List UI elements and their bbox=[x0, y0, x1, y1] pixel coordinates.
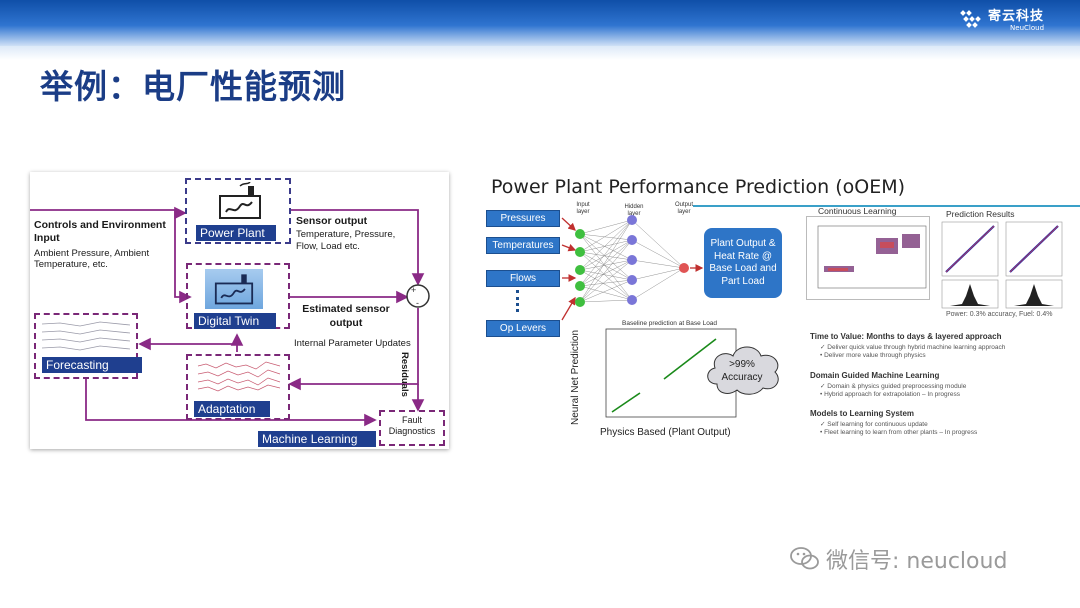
input-ellipsis bbox=[516, 290, 522, 312]
section-time-to-value-heading: Time to Value: Months to days & layered … bbox=[810, 332, 1002, 341]
adaptation-box bbox=[186, 354, 290, 420]
controls-title: Controls and Environment Input bbox=[34, 219, 166, 244]
neural-network-graphic bbox=[561, 215, 704, 321]
wechat-watermark: 微信号: neucloud bbox=[790, 543, 1007, 575]
page-title: 举例：电厂性能预测 bbox=[40, 67, 346, 106]
brand-name-cn: 寄云科技 bbox=[988, 9, 1045, 24]
fault-diagnostics-label: Fault Diagnostics bbox=[388, 415, 436, 436]
brand-logo: 寄云科技 NeuCloud bbox=[958, 6, 1058, 36]
svg-text:+: + bbox=[411, 285, 416, 295]
header-fade bbox=[0, 46, 1080, 60]
section-3-item-2: • Fleet learning to learn from other pla… bbox=[820, 429, 978, 436]
factory-icon bbox=[219, 182, 261, 219]
section-2-item-2-text: Hybrid approach for extrapolation – In p… bbox=[824, 391, 960, 398]
factory-twin-icon bbox=[214, 274, 254, 305]
continuous-learning-label: Continuous Learning bbox=[818, 206, 897, 216]
prediction-results-chart bbox=[941, 221, 1063, 309]
forecasting-box bbox=[34, 313, 138, 379]
right-panel-title: Power Plant Performance Prediction (oOEM… bbox=[491, 176, 906, 198]
scatter-ylabel: Neural Net Prediction bbox=[570, 329, 581, 425]
diagram-arrows: + - bbox=[30, 206, 430, 427]
section-2-item-1-text: Domain & physics guided preprocessing mo… bbox=[827, 383, 967, 390]
sensor-output-detail: Temperature, Pressure, Flow, Load etc. bbox=[296, 229, 396, 252]
section-1-item-1: ✓ Deliver quick value through hybrid mac… bbox=[820, 344, 1006, 351]
svg-text:-: - bbox=[416, 298, 419, 308]
section-3-item-1-text: Self learning for continuous update bbox=[827, 421, 928, 428]
output-box: Plant Output & Heat Rate @ Base Load and… bbox=[704, 228, 782, 298]
internal-parameter-updates: Internal Parameter Updates bbox=[294, 338, 411, 349]
digital-twin-image bbox=[205, 269, 263, 309]
estimated-sensor-output: Estimated sensor output bbox=[302, 303, 390, 329]
section-3-item-2-text: Fleet learning to learn from other plant… bbox=[824, 429, 978, 436]
neucloud-logo-icon bbox=[960, 10, 981, 28]
section-models-heading: Models to Learning System bbox=[810, 409, 915, 418]
section-2-item-1: ✓ Domain & physics guided preprocessing … bbox=[820, 383, 967, 390]
section-2-item-2: • Hybrid approach for extrapolation – In… bbox=[820, 391, 960, 398]
watermark-text: 微信号: neucloud bbox=[826, 549, 1008, 574]
digital-twin-label: Digital Twin bbox=[194, 313, 276, 329]
wechat-icon bbox=[790, 547, 819, 570]
section-domain-guided-heading: Domain Guided Machine Learning bbox=[810, 371, 940, 380]
adaptation-chart-icon bbox=[197, 361, 281, 392]
section-1-item-1-text: Deliver quick value through hybrid machi… bbox=[827, 344, 1006, 351]
hidden-layer-label: Hidden layer bbox=[624, 204, 644, 217]
prediction-caption: Power: 0.3% accuracy, Fuel: 0.4% bbox=[946, 311, 1053, 318]
accuracy-cloud-label: >99% Accuracy bbox=[721, 359, 763, 383]
power-plant-box bbox=[185, 178, 291, 244]
residuals-label: Residuals bbox=[399, 352, 410, 397]
fault-diagnostics-box bbox=[379, 410, 445, 446]
section-1-item-2-text: Deliver more value through physics bbox=[824, 352, 926, 359]
digital-twin-diagram: + - Power Plant Digital Twin Forecasting bbox=[30, 172, 449, 449]
title-underline bbox=[693, 205, 1080, 207]
controls-detail: Ambient Pressure, Ambient Temperature, e… bbox=[34, 248, 150, 271]
section-3-item-1: ✓ Self learning for continuous update bbox=[820, 421, 928, 428]
power-plant-label: Power Plant bbox=[196, 225, 276, 241]
continuous-learning-chart bbox=[806, 216, 930, 300]
forecasting-label: Forecasting bbox=[42, 357, 142, 373]
forecasting-chart-icon bbox=[41, 321, 131, 351]
sensor-output-title: Sensor output bbox=[296, 215, 368, 227]
output-layer-label: Output layer bbox=[674, 202, 693, 215]
scatter-xlabel: Physics Based (Plant Output) bbox=[600, 427, 731, 438]
scatter-title: Baseline prediction at Base Load bbox=[622, 320, 718, 327]
adaptation-label: Adaptation bbox=[194, 401, 270, 417]
input-layer-label: Input layer bbox=[576, 202, 590, 215]
header-bar bbox=[0, 0, 1080, 46]
input-temperatures: Temperatures bbox=[486, 237, 560, 254]
input-pressures: Pressures bbox=[486, 210, 560, 227]
brand-name-en: NeuCloud bbox=[1010, 24, 1045, 32]
section-1-item-2: • Deliver more value through physics bbox=[820, 352, 926, 359]
prediction-results-label: Prediction Results bbox=[946, 209, 1015, 219]
accuracy-cloud-icon bbox=[707, 346, 779, 395]
input-op-levers: Op Levers bbox=[486, 320, 560, 337]
machine-learning-label: Machine Learning bbox=[258, 431, 376, 447]
input-flows: Flows bbox=[486, 270, 560, 287]
